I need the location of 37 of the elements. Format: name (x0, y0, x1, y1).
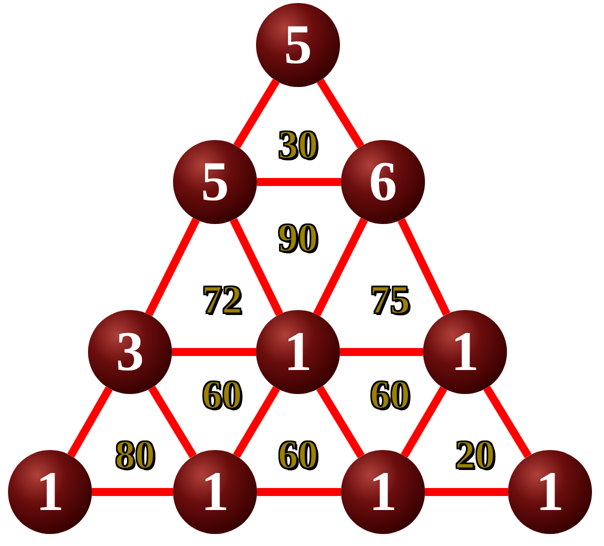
ball-number: 1 (451, 324, 479, 380)
ball-number: 5 (284, 17, 312, 73)
triangle-value: 60 (278, 435, 318, 475)
connector-line (67, 386, 113, 458)
connector-line (483, 386, 532, 458)
triangle-value: 90 (278, 218, 318, 258)
connector-line (172, 348, 256, 356)
connector-line (313, 218, 368, 316)
ball-number: 6 (369, 154, 397, 210)
triangle-value: 60 (202, 375, 242, 415)
triangle-value: 75 (370, 280, 410, 320)
connector-line (398, 218, 450, 316)
ball-number: 1 (36, 464, 64, 520)
connector-line (232, 386, 280, 458)
connector-line (233, 78, 280, 148)
connector-line (92, 488, 173, 496)
triangle-value: 60 (370, 375, 410, 415)
ball-number: 5 (201, 154, 229, 210)
connector-line (148, 386, 197, 458)
connector-line (340, 348, 423, 356)
ball-number: 1 (201, 464, 229, 520)
connector-line (425, 488, 508, 496)
ball-number: 1 (284, 324, 312, 380)
triangle-value: 72 (202, 280, 242, 320)
triangle-value: 80 (115, 435, 155, 475)
connector-line (257, 178, 341, 186)
connector-line (230, 218, 284, 316)
connector-line (316, 386, 365, 458)
ball-number: 1 (369, 464, 397, 520)
ball-number: 3 (116, 324, 144, 380)
triangle-value: 20 (455, 435, 495, 475)
ball-number: 1 (536, 464, 564, 520)
connector-line (316, 78, 364, 148)
connector-line (257, 488, 341, 496)
connector-line (145, 218, 200, 316)
connector-line (400, 386, 448, 458)
triangle-value: 30 (278, 125, 318, 165)
